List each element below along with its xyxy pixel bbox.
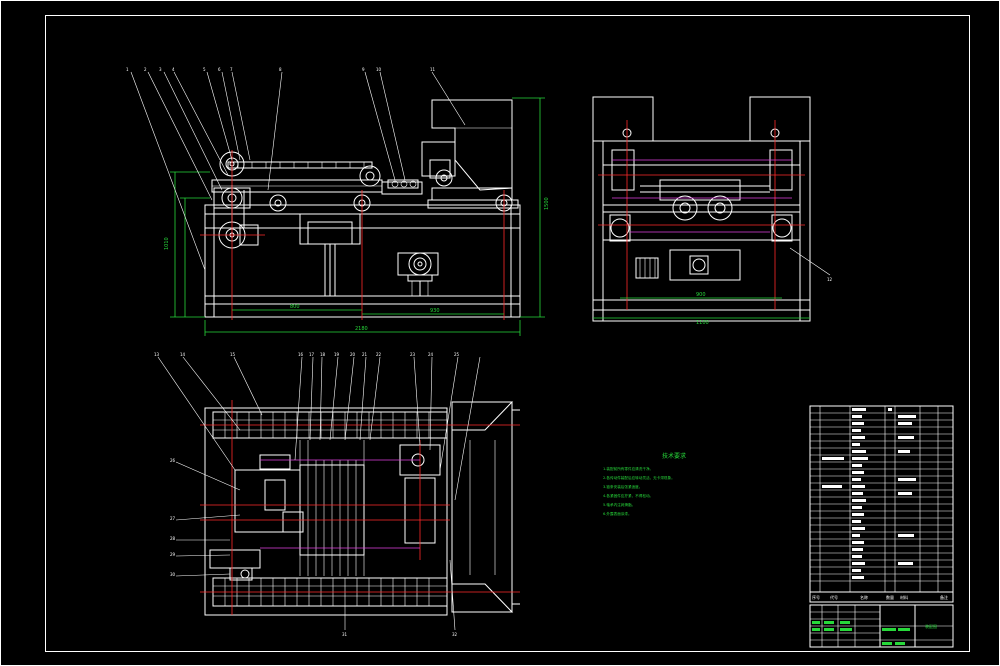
technical-note-line: 5.轴承内注润滑脂。	[603, 502, 635, 507]
balloon-8: 8	[279, 67, 282, 72]
plan-view-balloons-bottom: 31 32	[342, 632, 458, 637]
plan-rail-ticks	[224, 412, 430, 606]
balloon-11: 11	[430, 67, 436, 72]
front-view-balloons: 1 2 3 4 5 6 7 8 9 10 11	[126, 67, 436, 72]
parts-header-remarks: 备注	[940, 594, 948, 600]
technical-note-line: 3.链条安装后张紧适度。	[603, 484, 642, 489]
balloon-14: 14	[180, 352, 186, 357]
svg-text:2180: 2180	[355, 326, 368, 332]
balloon-25: 25	[454, 352, 460, 357]
balloon-18: 18	[320, 352, 326, 357]
parts-header-material: 材料	[900, 594, 908, 600]
balloon-22: 22	[376, 352, 382, 357]
chain-links	[237, 162, 365, 168]
front-view: 2180 800 930 1010 1500 1 2 3 4 5 6 7 8	[126, 67, 550, 336]
svg-text:1010: 1010	[164, 237, 170, 250]
drawing-title: 装配图	[925, 623, 937, 629]
balloon-26: 26	[170, 458, 176, 463]
balloon-6: 6	[218, 67, 221, 72]
svg-text:800: 800	[290, 304, 300, 310]
balloon-17: 17	[309, 352, 315, 357]
parts-list-rows	[810, 412, 953, 582]
balloon-24: 24	[428, 352, 434, 357]
technical-note-line: 6.外露表面涂漆。	[603, 511, 632, 516]
svg-text:930: 930	[430, 308, 440, 314]
balloon-9: 9	[362, 67, 365, 72]
balloon-31: 31	[342, 632, 348, 637]
balloon-27: 27	[170, 516, 176, 521]
balloon-19: 19	[334, 352, 340, 357]
technical-notes: 技术要求 1.装配前所有零件应清洗干净。 2.各传动件装配后应转动灵活，无卡滞现…	[603, 452, 686, 516]
parts-list-table: 序号 代号 名称 数量 材料 备注	[809, 405, 954, 603]
balloon-28: 28	[170, 536, 176, 541]
title-block: 装配图	[809, 604, 954, 648]
parts-header-name: 名称	[860, 594, 868, 600]
balloon-2: 2	[144, 67, 147, 72]
plan-view-balloons-top: 13 14 15 16 17 18 19 20 21 22 23 24 25	[154, 352, 460, 357]
technical-notes-title: 技术要求	[662, 452, 686, 460]
balloon-3: 3	[159, 67, 162, 72]
parts-header-code: 代号	[830, 594, 838, 600]
balloon-4: 4	[172, 67, 175, 72]
balloon-7: 7	[230, 67, 233, 72]
sheet-inner-border	[45, 15, 970, 652]
plan-view: 13 14 15 16 17 18 19 20 21 22 23 24 25 2…	[154, 352, 520, 637]
technical-note-line: 1.装配前所有零件应清洗干净。	[603, 466, 653, 471]
parts-list-entries	[822, 408, 916, 579]
title-block-green-marks	[812, 621, 910, 645]
parts-header-index: 序号	[812, 594, 820, 600]
parts-header-qty: 数量	[886, 594, 894, 600]
balloon-29: 29	[170, 552, 176, 557]
balloon-30: 30	[170, 572, 176, 577]
technical-note-line: 4.各紧固件应拧紧，不得松动。	[603, 493, 653, 498]
svg-text:1100: 1100	[696, 320, 709, 326]
balloon-20: 20	[350, 352, 356, 357]
balloon-15: 15	[230, 352, 236, 357]
technical-note-line: 2.各传动件装配后应转动灵活，无卡滞现象。	[603, 475, 675, 480]
balloon-32: 32	[452, 632, 458, 637]
svg-text:1500: 1500	[544, 197, 550, 210]
balloon-23: 23	[410, 352, 416, 357]
svg-text:900: 900	[696, 292, 706, 298]
plan-view-balloons-left: 26 27 28 29 30	[170, 458, 176, 577]
balloon-10: 10	[376, 67, 382, 72]
side-view: 900 1100 12	[592, 96, 833, 326]
balloon-16: 16	[298, 352, 304, 357]
balloon-13: 13	[154, 352, 160, 357]
balloon-5: 5	[203, 67, 206, 72]
balloon-21: 21	[362, 352, 368, 357]
balloon-12: 12	[827, 277, 833, 282]
balloon-1: 1	[126, 67, 129, 72]
